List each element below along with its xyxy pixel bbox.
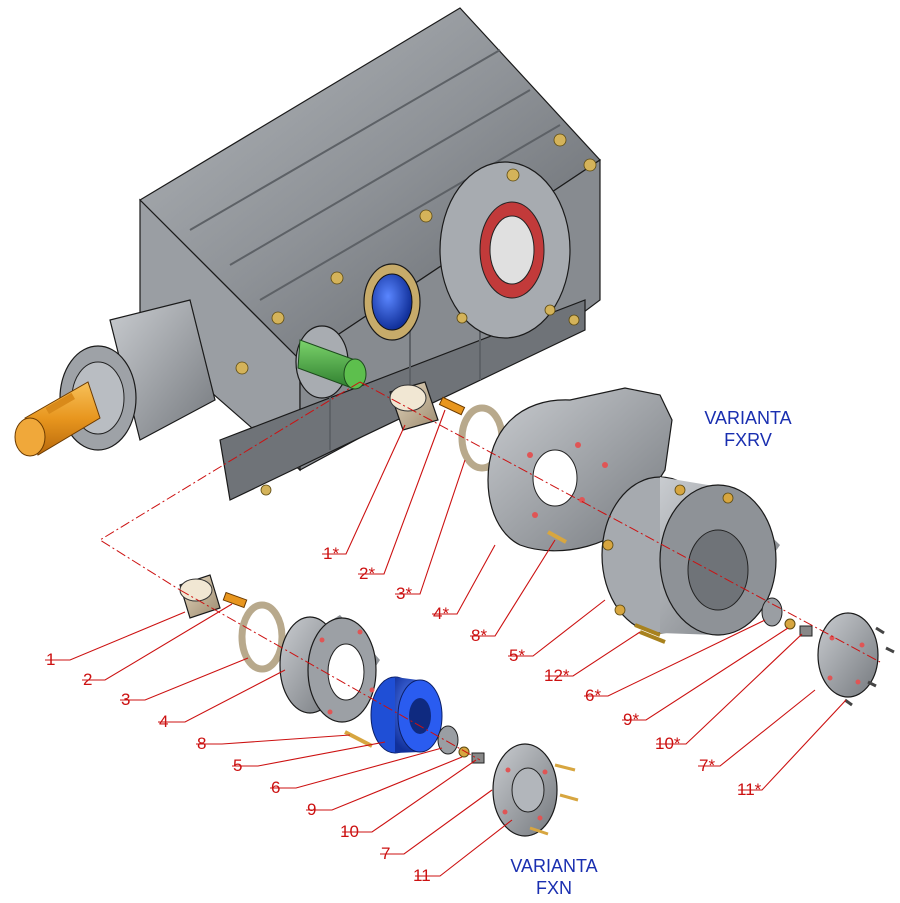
label-fxn-11: 11 <box>413 866 431 885</box>
label-fxn-6: 6 <box>271 778 280 797</box>
part-2-key <box>222 591 248 609</box>
label-fxrv-4: 4* <box>433 604 449 623</box>
variant-fxn-line1: VARIANTA <box>510 856 597 876</box>
label-fxrv-1: 1* <box>323 544 339 563</box>
label-fxn-10: 10 <box>340 822 359 841</box>
input-shaft <box>297 339 367 390</box>
label-fxrv-9: 9* <box>623 710 639 729</box>
label-fxrv-11: 11* <box>737 780 762 799</box>
variant-fxrv-line2: FXRV <box>724 430 772 450</box>
part-12-star-bolts <box>634 623 666 644</box>
label-fxrv-3: 3* <box>396 584 412 603</box>
label-fxrv-12: 12* <box>544 666 570 685</box>
output-shaft <box>14 381 101 457</box>
leaders-fxrv <box>322 409 847 791</box>
label-fxn-8: 8 <box>197 734 206 753</box>
part-1-bushing <box>179 574 221 619</box>
variant-fxn-line2: FXN <box>536 878 572 898</box>
part-11-cover <box>492 743 579 837</box>
part-9-washer <box>458 746 470 758</box>
part-10-screw <box>471 752 485 764</box>
part-5-bearing <box>370 676 443 754</box>
centerlines <box>99 381 881 761</box>
label-fxn-4: 4 <box>159 712 168 731</box>
label-fxrv-10: 10* <box>655 734 681 753</box>
part-8-pin <box>344 730 373 748</box>
label-fxrv-8: 8* <box>471 626 487 645</box>
labels-fxrv: 1* 2* 3* 4* 8* 5* 12* 6* 9* 10* 7* 11* <box>323 544 762 799</box>
variant-fxrv-title: VARIANTA FXRV <box>704 408 791 450</box>
part-4-hub <box>279 615 380 723</box>
housing-bolts <box>235 133 597 496</box>
part-5-star-housing <box>601 476 780 636</box>
part-8-star-pin <box>547 530 567 544</box>
label-fxn-2: 2 <box>83 670 92 689</box>
label-fxn-1: 1 <box>46 650 55 669</box>
part-9-star-washer <box>784 618 796 630</box>
variant-fxn-title: VARIANTA FXN <box>510 856 597 898</box>
label-fxrv-6: 6* <box>585 686 601 705</box>
part-6-disc <box>437 725 459 755</box>
label-fxrv-7: 7* <box>699 756 715 775</box>
label-fxn-3: 3 <box>121 690 130 709</box>
label-fxn-7: 7 <box>381 844 390 863</box>
labels-fxn: 1 2 3 4 8 5 6 9 10 7 11 <box>46 650 431 885</box>
part-6-star-disc <box>761 597 783 627</box>
variant-fxrv-line1: VARIANTA <box>704 408 791 428</box>
part-11-star-cover <box>817 612 895 707</box>
label-fxn-5: 5 <box>233 756 242 775</box>
leaders-fxn <box>45 603 513 877</box>
part-3-ring <box>238 601 286 673</box>
part-10-star-screw <box>799 625 813 637</box>
part-2-star-key <box>438 396 466 416</box>
label-fxrv-5: 5* <box>509 646 525 665</box>
label-fxrv-2: 2* <box>359 564 375 583</box>
label-fxn-9: 9 <box>307 800 316 819</box>
